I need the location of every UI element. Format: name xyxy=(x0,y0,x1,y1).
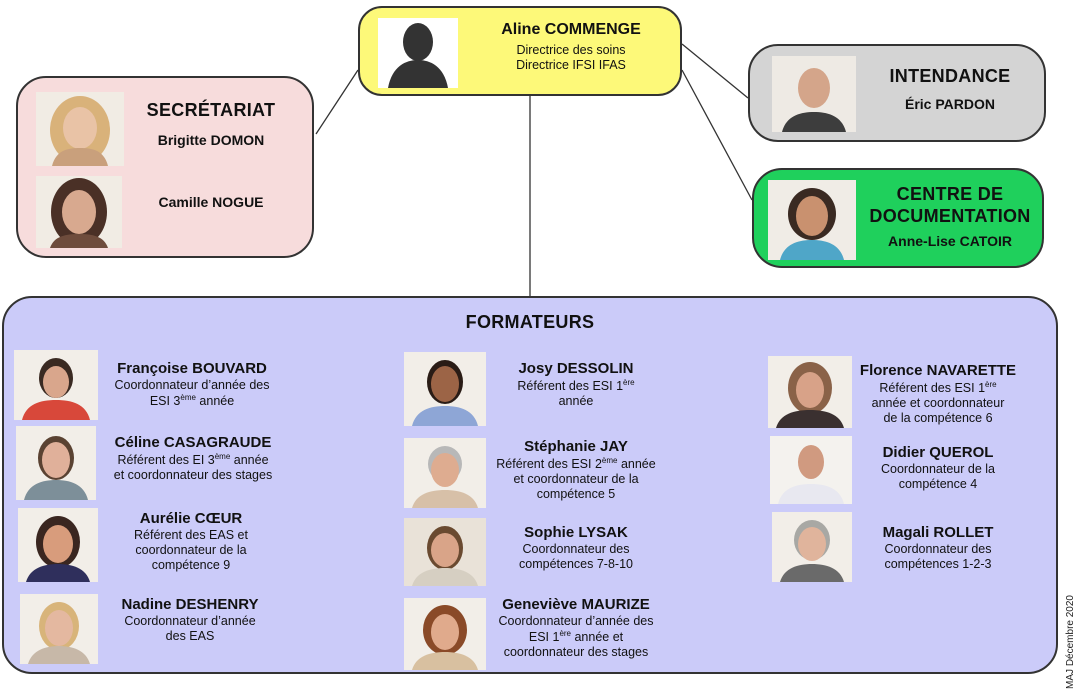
photo-josy-dessolin xyxy=(404,352,486,426)
trainer-name: Didier QUEROL xyxy=(882,444,994,461)
trainer-role-line: Référent des ESI 1ère xyxy=(488,378,664,394)
trainer-role-line: ESI 1ère année et xyxy=(488,629,664,645)
trainer-role-line: année et coordonnateur xyxy=(871,396,1005,411)
formateurs-title: FORMATEURS xyxy=(465,312,595,332)
link-director-intendance xyxy=(681,43,749,99)
photo-magali-rollet xyxy=(772,512,852,582)
trainer-name: Magali ROLLET xyxy=(882,524,994,541)
trainer-role-line: Référent des ESI 2ème année xyxy=(486,456,666,472)
intendance-title: INTENDANCE xyxy=(889,66,1011,86)
trainer-name: Stéphanie JAY xyxy=(524,438,628,455)
secretariat-title: SECRÉTARIAT xyxy=(146,100,276,120)
trainer-role-line: Coordonnateur d’année xyxy=(124,614,256,628)
trainer-role-line: Référent des EI 3ème année xyxy=(100,452,286,468)
director-role-1: Directrice des soins xyxy=(516,43,626,58)
intendance-box: INTENDANCE Éric PARDON xyxy=(748,44,1046,142)
trainer-role-sup: ème xyxy=(601,456,618,465)
trainer-name: Nadine DESHENRY xyxy=(121,596,259,613)
trainer-role-line: compétence 5 xyxy=(536,487,616,502)
photo-florence-navarette xyxy=(768,356,852,428)
trainer-role-line: coordonnateur de la xyxy=(135,543,247,557)
trainer-role-text: année xyxy=(230,453,269,468)
trainer-role-sup: ème xyxy=(214,452,231,461)
trainer-name: Françoise BOUVARD xyxy=(117,360,267,377)
trainer-role-line: et coordonnateur des stages xyxy=(113,468,273,483)
trainer-role-sup: ère xyxy=(559,629,571,638)
trainer-role-text: Référent des ESI 1 xyxy=(879,381,986,396)
trainer-role-line: Référent des EAS et xyxy=(134,528,248,542)
trainer-role-text: ESI 3 xyxy=(149,394,181,409)
trainer-role-line: Coordonnateur d’année des xyxy=(114,378,270,392)
secretariat-member: Camille NOGUE xyxy=(158,194,264,210)
trainer-role-text: année et xyxy=(571,630,624,645)
director-role-2: Directrice IFSI IFAS xyxy=(516,58,626,73)
director-box: Aline COMMENGE Directrice des soins Dire… xyxy=(358,6,682,96)
trainer-name: Céline CASAGRAUDE xyxy=(114,434,272,451)
photo-brigitte-domon xyxy=(36,92,124,166)
trainer-role-line: des EAS xyxy=(165,629,215,643)
documentation-member: Anne-Lise CATOIR xyxy=(888,233,1012,250)
trainer-role-text: année xyxy=(195,394,235,409)
trainer-role-text: Référent des ESI 2 xyxy=(496,457,602,472)
photo-camille-nogue xyxy=(36,176,122,248)
documentation-title-line-1: CENTRE DE xyxy=(896,184,1004,204)
photo-sophie-lysak xyxy=(404,518,486,586)
trainer-role-line: et coordonnateur de la xyxy=(513,472,639,487)
trainer-role-line: coordonnateur des stages xyxy=(503,645,649,660)
trainer-role-line: année xyxy=(558,394,594,409)
intendance-member: Éric PARDON xyxy=(905,95,995,112)
trainer-role-line: Coordonnateur d’année des xyxy=(498,614,654,628)
photo-anne-lise-catoir xyxy=(768,180,856,260)
trainer-role-text: année xyxy=(617,457,656,472)
trainer-role-sup: ère xyxy=(985,380,997,389)
photo-aurelie-coeur xyxy=(18,508,98,582)
update-date-label: MAJ Décembre 2020 xyxy=(1065,595,1076,689)
trainer-role-text: ESI 1 xyxy=(528,630,560,645)
photo-eric-pardon xyxy=(772,56,856,132)
trainer-role-text: Référent des ESI 1 xyxy=(517,379,624,394)
trainer-role-line: compétence 9 xyxy=(151,558,231,572)
director-silhouette-photo xyxy=(378,18,458,88)
trainer-name: Josy DESSOLIN xyxy=(518,360,634,377)
trainer-role-line: Coordonnateur des xyxy=(884,542,992,556)
trainer-name: Geneviève MAURIZE xyxy=(502,596,650,613)
trainer-role-line: ESI 3ème année xyxy=(104,393,280,409)
photo-celine-casagraude xyxy=(16,426,96,500)
trainer-role-line: compétences 1-2-3 xyxy=(884,557,992,571)
director-name: Aline COMMENGE xyxy=(501,21,641,38)
trainer-name: Florence NAVARETTE xyxy=(859,362,1017,379)
trainer-role-line: compétences 7-8-10 xyxy=(519,557,633,571)
trainer-name: Aurélie CŒUR xyxy=(139,510,243,527)
trainer-role-sup: ère xyxy=(623,378,635,387)
trainer-role-line: Coordonnateur des xyxy=(522,542,630,556)
documentation-center-box: CENTRE DE DOCUMENTATION Anne-Lise CATOIR xyxy=(752,168,1044,268)
photo-genevieve-maurize xyxy=(404,598,486,670)
trainer-role-sup: ème xyxy=(180,393,196,402)
trainer-role-line: compétence 4 xyxy=(898,477,978,491)
photo-stephanie-jay xyxy=(404,438,486,508)
secretariat-box: SECRÉTARIAT Brigitte DOMON Camille NOGUE xyxy=(16,76,314,258)
documentation-title-line-2: DOCUMENTATION xyxy=(869,205,1031,226)
photo-francoise-bouvard xyxy=(14,350,98,420)
formateurs-box: FORMATEURS Françoise BOUVARD Coordonnate… xyxy=(2,296,1058,674)
trainer-role-line: Référent des ESI 1ère xyxy=(854,380,1022,396)
link-director-cdi xyxy=(681,69,753,201)
photo-nadine-deshenry xyxy=(20,594,98,664)
trainer-role-line: de la compétence 6 xyxy=(883,411,993,426)
secretariat-member: Brigitte DOMON xyxy=(157,131,265,148)
link-director-secretariat xyxy=(315,69,359,135)
trainer-role-line: Coordonnateur de la xyxy=(881,462,995,476)
trainer-name: Sophie LYSAK xyxy=(524,524,628,541)
trainer-role-text: Référent des EI 3 xyxy=(117,453,215,468)
photo-didier-querol xyxy=(770,436,852,504)
